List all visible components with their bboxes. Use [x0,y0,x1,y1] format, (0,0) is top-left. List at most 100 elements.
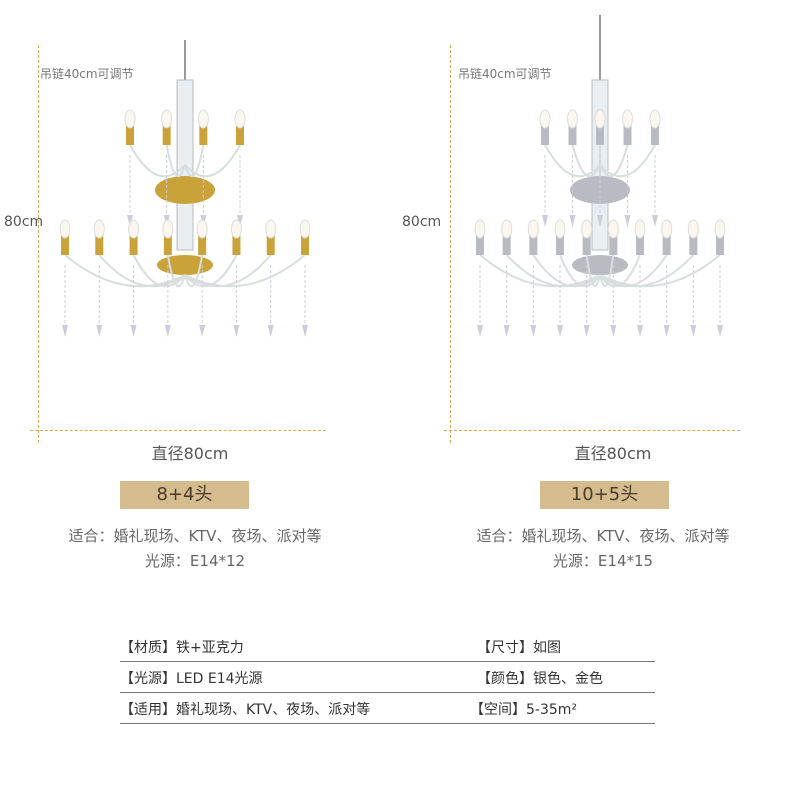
spec-material: 【材质】铁+亚克力 [120,640,244,656]
crystal-drop [237,215,243,227]
crystal-drop [652,215,658,227]
gold-chandelier-image [59,40,311,337]
bulb-icon [234,109,246,129]
light-source-text: 光源：E14*15 [552,552,654,570]
lower-arm [585,254,601,288]
bulb-icon [567,109,578,129]
crystal-drop [610,325,617,337]
bulb-icon [687,219,699,239]
bulb-icon [594,109,606,129]
crystal-drop [637,325,643,337]
upper-candle [162,125,171,145]
heads-badge: 8+4头 [120,481,249,509]
crystal-drop [62,325,68,337]
crystal-drop [624,215,631,227]
lower-candle [582,235,591,255]
lower-candle [636,235,644,255]
bulb-icon [661,219,673,239]
lower-candle [529,235,538,255]
bulb-icon [128,219,140,239]
upper-candle [126,125,134,145]
crystal-drop [127,215,133,227]
lower-arm [532,254,601,288]
bulb-icon [554,219,566,239]
bulb-icon [230,219,242,239]
lower-arm [184,254,204,288]
crystal-drop [690,325,697,337]
upper-arm [184,144,205,178]
bulb-icon [162,219,174,239]
upper-arm [129,144,186,178]
height-dimension-line [38,45,39,443]
bulb-icon [607,219,619,239]
chain-note: 吊链40cm可调节 [40,67,134,81]
bulb-icon [265,219,277,239]
light-source-text: 光源：E14*12 [144,552,246,570]
crystal-drop [542,215,548,227]
bulb-icon [622,109,633,129]
lower-candle [609,235,618,255]
upper-arm [165,144,186,178]
bulb-icon [474,219,486,239]
crystal-drop [302,325,308,337]
lower-candle [556,235,564,255]
crystal-drop [164,325,171,337]
width-dimension-line [30,430,326,431]
lower-arm [505,254,601,288]
bulb-icon [197,109,209,129]
spec-row: 【光源】LED E14光源 【颜色】银色、金色 [120,661,655,693]
lower-arm [599,254,615,288]
height-dimension-line [450,45,451,443]
bulb-icon [299,219,311,239]
spec-color: 【颜色】银色、金色 [477,671,603,687]
lower-arm [184,254,306,288]
lower-arm [98,254,186,288]
width-dimension-line [444,430,740,431]
spec-usage: 【适用】婚礼现场、KTV、夜场、派对等 [120,702,371,718]
crystal-drop [130,325,137,337]
diameter-label: 直径80cm [574,444,652,463]
crystal-drop [557,325,563,337]
bulb-icon [527,219,539,239]
lower-bowl [572,255,628,275]
crystal-drop [503,325,510,337]
upper-arm [184,144,241,178]
upper-arm [599,144,656,178]
spec-light: 【光源】LED E14光源 [120,671,263,687]
crystal-drop [96,325,103,337]
bulb-icon [539,109,551,129]
bulb-icon [161,109,173,129]
lower-candle [476,235,484,255]
height-label: 80cm [402,214,442,230]
upper-candle [623,125,632,145]
lower-candle [716,235,724,255]
lower-candle [232,235,241,255]
bulb-icon [59,219,71,239]
crystal-drop [477,325,483,337]
heads-badge: 10+5头 [540,481,669,509]
crystal-drop [663,325,670,337]
upper-candle [236,125,244,145]
crystal-drop [199,325,206,337]
lower-candle [662,235,671,255]
height-label: 80cm [4,214,44,230]
silver-chandelier-image [474,15,726,337]
bulb-icon [634,219,646,239]
lower-candle [163,235,172,255]
upper-bowl [155,176,215,204]
spec-row: 【适用】婚礼现场、KTV、夜场、派对等 【空间】5-35m² [120,692,655,724]
lower-arm [599,254,721,288]
diameter-label: 直径80cm [151,444,229,463]
crystal-drop [530,325,537,337]
lower-arm [132,254,186,288]
lower-arm [166,254,186,288]
lower-arm [64,254,186,288]
lower-bowl [157,255,213,275]
lower-candle [266,235,275,255]
chain-note: 吊链40cm可调节 [458,67,552,81]
upper-candle [199,125,208,145]
bulb-icon [196,219,208,239]
suitable-text: 适合：婚礼现场、KTV、夜场、派对等 [476,527,730,545]
spec-size: 【尺寸】如图 [477,640,561,656]
